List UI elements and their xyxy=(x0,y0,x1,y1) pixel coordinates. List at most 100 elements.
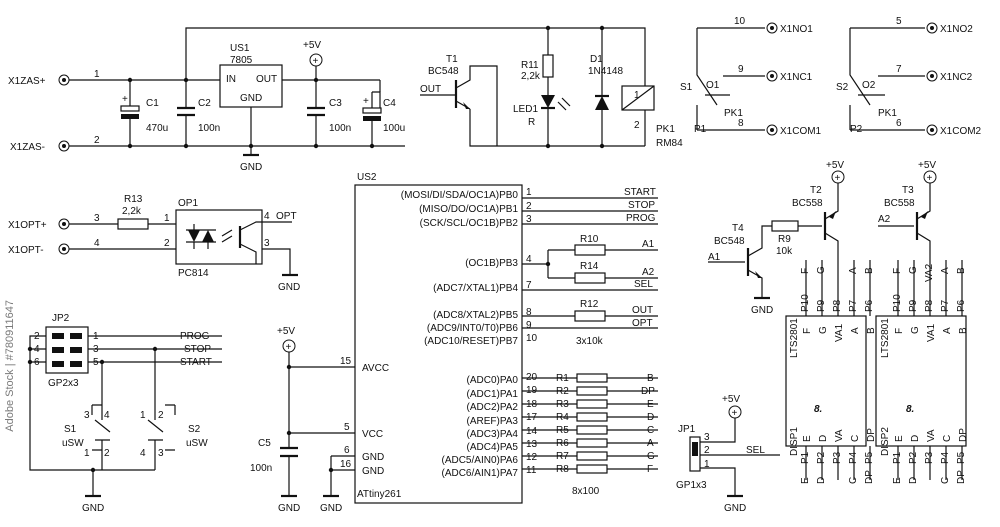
switch-s2 xyxy=(147,349,164,470)
reg-pin-in: IN xyxy=(226,74,236,85)
gnd-label: GND xyxy=(724,503,746,514)
mcu-pin-pa6: (ADC5/AIN0)PA6 xyxy=(441,455,518,466)
resistor-r8 xyxy=(576,464,608,474)
value-pk1: RM84 xyxy=(656,138,683,149)
ref-us2: US2 xyxy=(357,172,377,183)
pin-label: P6 xyxy=(956,299,967,312)
pin-number: 3 xyxy=(704,432,710,443)
signal-label: D xyxy=(910,435,921,442)
connector-x1nc2: X1NC2 xyxy=(940,72,973,83)
svg-text:+: + xyxy=(122,94,128,105)
mcu-pin-pb6: (ADC9/INT0/T0)PB6 xyxy=(427,323,519,334)
mcu-pin-pa1: (ADC1)PA1 xyxy=(467,389,519,400)
vcc-symbol xyxy=(309,53,323,67)
vcc-label: +5V xyxy=(918,160,936,171)
pin-number: 8 xyxy=(738,118,744,129)
resistor-r11 xyxy=(542,54,554,78)
connector-x1com1: X1COM1 xyxy=(780,126,822,137)
value-c1: 470u xyxy=(146,123,168,134)
pin-number: 1 xyxy=(164,213,170,224)
display-disp1: LTS2801 DISP1 8. P10 P9 P8 P7 P6 F G A B… xyxy=(785,260,877,484)
display-pins-bottom-1: E D VA C DP P1 P2 P3 P4 P5 E D C DP xyxy=(800,428,877,484)
ref-led1: LED1 xyxy=(513,104,538,115)
ref-r11: R11 xyxy=(521,60,539,71)
signal-label: VA xyxy=(834,429,845,442)
net-dp: DP xyxy=(641,386,655,397)
resistor-r12 xyxy=(574,310,606,322)
ref-us1: US1 xyxy=(230,43,250,54)
gnd-label: GND xyxy=(278,282,300,293)
pin-label: P2 xyxy=(908,451,919,464)
pin-number: 3 xyxy=(94,213,100,224)
value-r11: 2,2k xyxy=(521,71,541,82)
pin-number: 6 xyxy=(344,445,350,456)
net-b: B xyxy=(647,373,654,384)
signal-label: G xyxy=(816,266,827,274)
display-part: LTS2801 xyxy=(880,318,891,358)
pin-label: P2 xyxy=(816,451,827,464)
net-d: D xyxy=(647,412,654,423)
display-part: LTS2801 xyxy=(789,318,800,358)
resistor-r7 xyxy=(576,451,608,461)
mcu-pin-pa2: (ADC2)PA2 xyxy=(467,402,519,413)
signal-label: A xyxy=(848,267,859,274)
signal-label: B xyxy=(956,267,967,274)
signal-label: G xyxy=(818,326,829,334)
pin-label: P7 xyxy=(940,299,951,312)
pin-number: 10 xyxy=(526,333,538,344)
pin-number: 9 xyxy=(526,320,532,331)
ref-c2: C2 xyxy=(198,98,211,109)
vcc-label: +5V xyxy=(277,326,295,337)
contact-ref-s2: S2 xyxy=(836,82,849,93)
ref-c5: C5 xyxy=(258,438,271,449)
value-t3: BC558 xyxy=(884,198,915,209)
pin-number: 2 xyxy=(94,135,100,146)
pin-number: 15 xyxy=(340,356,352,367)
connector-label-x1zas-minus: X1ZAS- xyxy=(10,142,45,153)
signal-label: C xyxy=(848,477,859,484)
ref-r13: R13 xyxy=(124,194,143,205)
pin-number: 13 xyxy=(526,439,538,450)
ref-t3: T3 xyxy=(902,185,914,196)
digit-glyph: 8. xyxy=(814,404,822,415)
signal-label: D xyxy=(816,477,827,484)
value-c3: 100n xyxy=(329,123,351,134)
mcu-pin-pa7: (ADC6/AIN1)PA7 xyxy=(441,468,518,479)
resistor-r10 xyxy=(574,244,606,256)
pin-number: 1 xyxy=(84,448,90,459)
mcu-body xyxy=(354,184,523,504)
pin-label: P3 xyxy=(832,451,843,464)
vcc-plus: + xyxy=(313,56,319,67)
connector-x1nc1: X1NC1 xyxy=(780,72,813,83)
connector-x1opt-plus: X1OPT+ xyxy=(8,220,47,231)
resistor-r14 xyxy=(574,272,606,284)
ref-t2: T2 xyxy=(810,185,822,196)
net-opt: OPT xyxy=(632,318,653,329)
signal-label: E xyxy=(800,477,811,484)
resistor-r3 xyxy=(576,399,608,409)
display-disp2: LTS2801 DISP2 8. P10 P9 P8 P7 P6 F G VA2… xyxy=(875,260,969,484)
signal-label: A xyxy=(940,267,951,274)
net-start: START xyxy=(180,357,212,368)
jumper-jp2-switches: JP2 GP2x3 2 4 6 1 3 5 PROG STOP START S1… xyxy=(27,313,222,514)
pin-number: 4 xyxy=(264,211,270,222)
value-t2: BC558 xyxy=(792,198,823,209)
value-r13: 2,2k xyxy=(122,206,142,217)
pin-label: P6 xyxy=(864,299,875,312)
signal-label: DP xyxy=(958,428,969,442)
signal-label: B xyxy=(866,327,877,334)
signal-label: F xyxy=(894,328,905,334)
ref-c3: C3 xyxy=(329,98,342,109)
signal-label: E xyxy=(892,477,903,484)
ref-c1: C1 xyxy=(146,98,159,109)
capacitor-c4 xyxy=(362,107,382,114)
pin-label: P9 xyxy=(816,299,827,312)
net-start: START xyxy=(624,187,656,198)
ref-r4: R4 xyxy=(556,412,569,423)
resistor-r9 xyxy=(771,220,799,232)
optocoupler-input: X1OPT+ X1OPT- 3 4 R13 2,2k OP1 PC814 1 2… xyxy=(8,194,300,293)
pin-number: 3 xyxy=(264,238,270,249)
signal-label: C xyxy=(940,477,951,484)
net-sel: SEL xyxy=(746,445,765,456)
mcu-pin-pa0: (ADC0)PA0 xyxy=(467,375,519,386)
